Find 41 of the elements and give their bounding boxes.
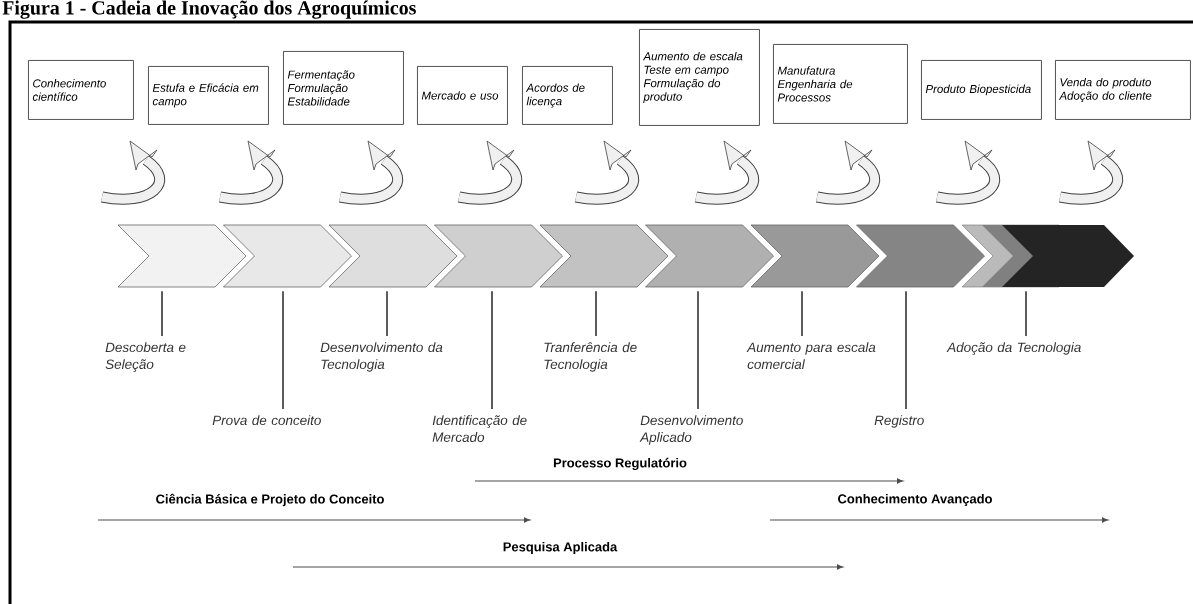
leader-line (1025, 290, 1027, 337)
text-box: Aumento de escala Teste em campo Formulação do produto (639, 29, 760, 126)
leader-line (801, 290, 803, 337)
leader-line (386, 290, 388, 337)
leader-line (595, 290, 597, 337)
text-box: Estufa e Eficácia em campo (148, 66, 269, 125)
text-box: Fermentação Formulação Estabilidade (283, 51, 404, 125)
stage-label: Desenvolvimento da Tecnologia (320, 342, 443, 372)
phase-label: Processo Regulatório (553, 457, 687, 471)
stage-label: Aumento para escala comercial (746, 342, 876, 369)
leader-line (491, 290, 493, 410)
stage-label: Tranferência de Tecnologia (544, 342, 637, 372)
chevron-shape (539, 224, 669, 288)
leader-line (905, 290, 907, 410)
chevron-shape (961, 224, 1134, 288)
text-box: Conhecimento científico (28, 60, 134, 120)
stage-label: Desenvolvimento Aplicado (639, 415, 743, 445)
chevron-shape (117, 224, 247, 288)
phase-label: Pesquisa Aplicada (503, 541, 618, 555)
stage-label: Adoção da Tecnologia (946, 342, 1081, 355)
stage-label: Prova de conceito (212, 415, 321, 426)
phase-label: Conhecimento Avançado (838, 493, 992, 507)
chevron-shape (856, 224, 985, 288)
stage-label: Registro (874, 415, 924, 428)
stage-label: Identificação de Mercado (432, 415, 527, 442)
text-box: Acordos de licença (522, 66, 613, 125)
leader-line (282, 290, 284, 410)
stage-label: Descoberta e Seleção (105, 342, 186, 372)
text-box: Produto Biopesticida (921, 60, 1042, 120)
text-box: Venda do produto Adoção do cliente (1055, 60, 1191, 120)
text-box: Mercado e uso (417, 66, 508, 125)
chevron-shape (328, 224, 458, 288)
figure-title: Figura 1 - Cadeia de Inovação dos Agroquímicos (2, 0, 416, 19)
text-box: Manufatura Engenharia de Processos (773, 44, 908, 124)
leader-line (697, 290, 699, 410)
chevron-shape (645, 224, 774, 288)
chevron-shape (434, 224, 563, 288)
phase-label: Ciência Básica e Projeto do Conceito (156, 493, 384, 507)
chevron-shape (223, 224, 352, 288)
leader-line (161, 290, 163, 337)
chevron-shape (750, 224, 880, 288)
